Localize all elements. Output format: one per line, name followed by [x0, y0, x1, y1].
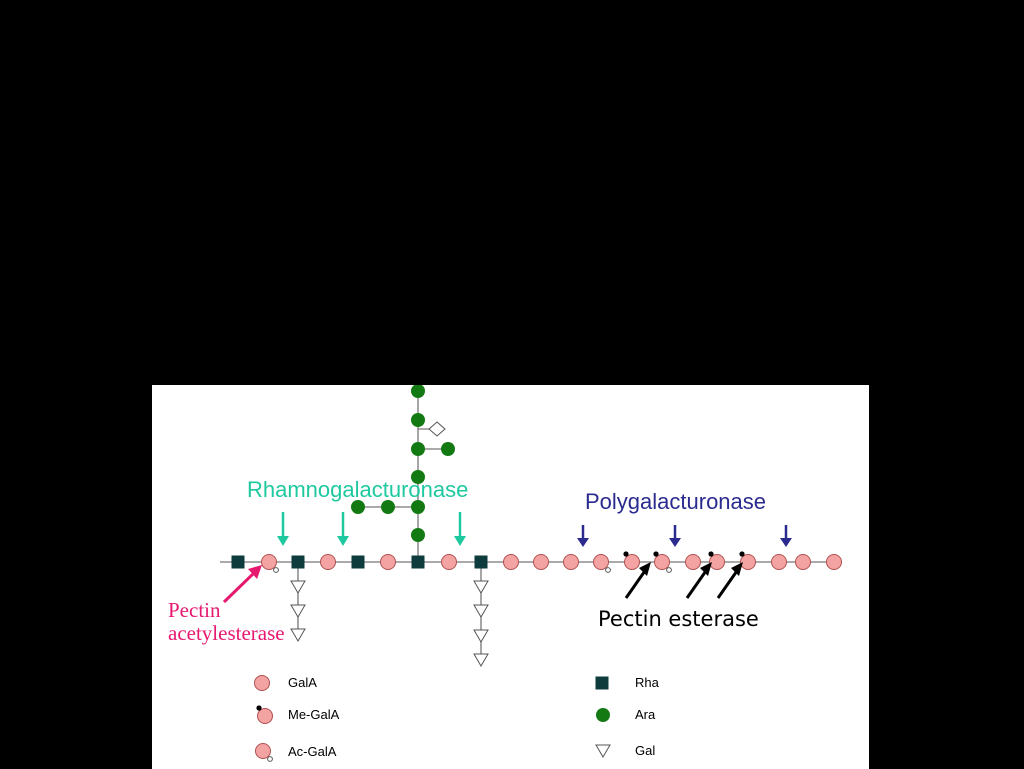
gala-residue [624, 554, 640, 570]
legend-ara-label: Ara [635, 707, 656, 722]
acetyl-group [267, 756, 273, 762]
gal-residue [473, 604, 489, 618]
legend-rha-icon [595, 676, 609, 690]
methyl-group [256, 705, 262, 711]
gala-residue [261, 554, 277, 570]
enzyme-arrows [222, 512, 792, 604]
legend-gala-icon [254, 675, 270, 691]
ara-residue [411, 470, 425, 484]
pectin-esterase-arrow-shaft [716, 567, 741, 599]
pectin-esterase-arrow-shaft [624, 567, 649, 599]
gal-residue [290, 580, 306, 594]
ara-residue [381, 500, 395, 514]
gala-residue [503, 554, 519, 570]
gal-residue [290, 604, 306, 618]
gal-residue [290, 628, 306, 642]
blank-black-area [0, 0, 1024, 385]
gala-residue [685, 554, 701, 570]
methyl-group [708, 551, 714, 557]
pectin-esterase-label: Pectin esterase [598, 607, 759, 631]
rhamnogalacturonase-arrowhead [337, 536, 349, 546]
legend-ac-gala-icon [255, 743, 271, 759]
acetyl-group [605, 567, 611, 573]
legend-ac-gala-label: Ac-GalA [288, 744, 337, 759]
pectin-acetylesterase-arrowhead [248, 565, 262, 579]
ara-residue [411, 442, 425, 456]
rha-residue [231, 555, 245, 569]
gala-residue [441, 554, 457, 570]
rha-residue [411, 555, 425, 569]
gala-residue [380, 554, 396, 570]
rha-residue [351, 555, 365, 569]
ara-residue [351, 500, 365, 514]
ara-residue [411, 385, 425, 398]
pectin-esterase-arrow-shaft [685, 567, 710, 599]
pectin-acetylesterase-label: Pectin acetylesterase [168, 599, 285, 644]
pectin-acetylesterase-arrow-shaft [222, 571, 256, 604]
pectin-acetylesterase-line1: Pectin [168, 598, 221, 622]
gala-residue [771, 554, 787, 570]
legend-gal-icon [595, 744, 611, 758]
polygalacturonase-label: Polygalacturonase [585, 489, 767, 514]
gala-residue [740, 554, 756, 570]
legend-gal-label: Gal [635, 743, 656, 758]
rhamnogalacturonase-arrowhead [454, 536, 466, 546]
gala-residue [563, 554, 579, 570]
gala-residue [709, 554, 725, 570]
polygalacturonase-arrowhead [577, 538, 589, 547]
gal-residue [473, 653, 489, 667]
polysaccharide-chain [220, 385, 842, 667]
gal-residue [473, 580, 489, 594]
acetyl-group [273, 567, 279, 573]
pectin-acetylesterase-line2: acetylesterase [168, 620, 285, 645]
ara-residue [411, 413, 425, 427]
legend-icons [254, 675, 611, 762]
gal-residue [473, 629, 489, 643]
gala-residue [320, 554, 336, 570]
legend-me-gala-label: Me-GalA [288, 707, 340, 722]
rhamnogalacturonase-label: Rhamnogalacturonase [247, 477, 469, 502]
legend-rha-label: Rha [635, 675, 659, 690]
methyl-group [623, 551, 629, 557]
rha-residue [474, 555, 488, 569]
methyl-group [739, 551, 745, 557]
gala-residue [795, 554, 811, 570]
gala-residue [533, 554, 549, 570]
acetyl-group [666, 567, 672, 573]
pectin-esterase-arrowhead [731, 562, 743, 576]
legend-me-gala-icon [257, 708, 273, 724]
ara-residue [411, 528, 425, 542]
pectin-structure-panel: Rhamnogalacturonase Polygalacturonase Pe… [152, 385, 869, 769]
legend-gala-label: GalA [288, 675, 317, 690]
polygalacturonase-arrowhead [669, 538, 681, 547]
pectin-esterase-arrowhead [700, 562, 712, 576]
gala-residue [826, 554, 842, 570]
polygalacturonase-arrowhead [780, 538, 792, 547]
legend-ara-icon [596, 708, 610, 722]
methyl-group [653, 551, 659, 557]
gala-residue [593, 554, 609, 570]
rhamnogalacturonase-arrowhead [277, 536, 289, 546]
diamond-residue [428, 421, 446, 437]
gala-residue [654, 554, 670, 570]
rha-residue [291, 555, 305, 569]
ara-residue [411, 500, 425, 514]
pectin-structure-diagram [220, 385, 842, 762]
ara-residue [441, 442, 455, 456]
pectin-esterase-arrowhead [639, 562, 651, 576]
